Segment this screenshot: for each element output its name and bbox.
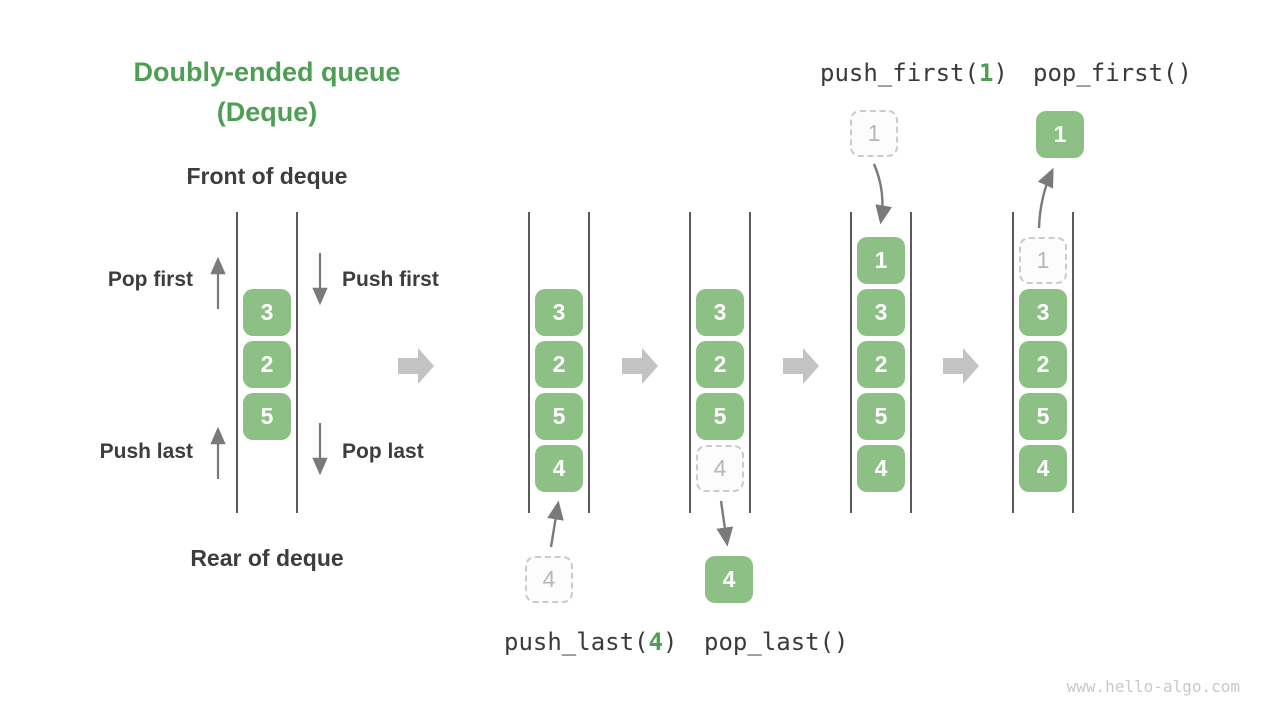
deque-cell-ghost: 4 xyxy=(696,445,744,492)
diagram-title-line2: (Deque) xyxy=(216,97,318,127)
watermark: www.hello-algo.com xyxy=(1066,677,1240,696)
pop-last-label: Pop last xyxy=(342,440,424,463)
queue-wall xyxy=(850,212,852,513)
push-first-operation-label: push_first(1) xyxy=(820,58,1008,88)
deque-cell: 3 xyxy=(857,289,905,336)
queue-wall xyxy=(588,212,590,513)
deque-cell: 3 xyxy=(535,289,583,336)
deque-cell: 5 xyxy=(857,393,905,440)
deque-cell: 2 xyxy=(857,341,905,388)
deque-cell: 5 xyxy=(1019,393,1067,440)
deque-cell-popped: 1 xyxy=(1036,111,1084,158)
front-of-deque-label: Front of deque xyxy=(186,163,348,189)
pop-last-remove-arrow-icon xyxy=(716,500,734,547)
transition-arrow-icon xyxy=(398,348,434,384)
deque-cell-ghost: 1 xyxy=(1019,237,1067,284)
deque-cell: 3 xyxy=(696,289,744,336)
deque-cell: 2 xyxy=(1019,341,1067,388)
transition-arrow-icon xyxy=(622,348,658,384)
push-last-insert-arrow-icon xyxy=(547,500,564,548)
queue-wall xyxy=(528,212,530,513)
deque-cell: 5 xyxy=(243,393,291,440)
pop-first-remove-arrow-icon xyxy=(1037,167,1054,229)
diagram-title: Doubly-ended queue (Deque) xyxy=(97,52,437,132)
transition-arrow-icon xyxy=(783,348,819,384)
deque-cell: 5 xyxy=(696,393,744,440)
push-last-op-prefix: push_last( xyxy=(504,628,649,656)
deque-cell: 3 xyxy=(243,289,291,336)
push-last-op-arg: 4 xyxy=(648,628,663,656)
queue-wall xyxy=(1072,212,1074,513)
transition-arrow-icon xyxy=(943,348,979,384)
deque-cell: 1 xyxy=(857,237,905,284)
push-first-op-suffix: ) xyxy=(993,59,1008,87)
push-last-label: Push last xyxy=(99,440,193,463)
deque-cell-incoming-ghost: 1 xyxy=(850,110,898,157)
push-first-insert-arrow-icon xyxy=(872,163,892,225)
push-last-op-suffix: ) xyxy=(662,628,678,656)
diagram-title-line1: Doubly-ended queue xyxy=(133,57,401,87)
queue-wall xyxy=(749,212,751,513)
deque-cell: 5 xyxy=(535,393,583,440)
rear-of-deque-label: Rear of deque xyxy=(190,545,344,571)
push-first-label: Push first xyxy=(342,268,439,291)
deque-cell: 4 xyxy=(535,445,583,492)
deque-cell-incoming-ghost: 4 xyxy=(525,556,573,603)
push-first-op-prefix: push_first( xyxy=(820,59,979,87)
pop-first-label: Pop first xyxy=(107,268,193,291)
queue-wall xyxy=(1012,212,1014,513)
push-first-op-arg: 1 xyxy=(978,59,994,87)
pop-last-operation-label: pop_last() xyxy=(704,628,849,656)
deque-cell: 3 xyxy=(1019,289,1067,336)
queue-wall xyxy=(910,212,912,513)
deque-cell: 2 xyxy=(535,341,583,388)
push-last-operation-label: push_last(4) xyxy=(504,627,677,657)
pop-first-operation-label: pop_first() xyxy=(1033,59,1192,87)
queue-wall xyxy=(689,212,691,513)
deque-cell: 2 xyxy=(243,341,291,388)
deque-cell: 4 xyxy=(857,445,905,492)
queue-wall xyxy=(236,212,238,513)
deque-cell: 4 xyxy=(1019,445,1067,492)
deque-cell-popped: 4 xyxy=(705,556,753,603)
queue-wall xyxy=(296,212,298,513)
deque-cell: 2 xyxy=(696,341,744,388)
